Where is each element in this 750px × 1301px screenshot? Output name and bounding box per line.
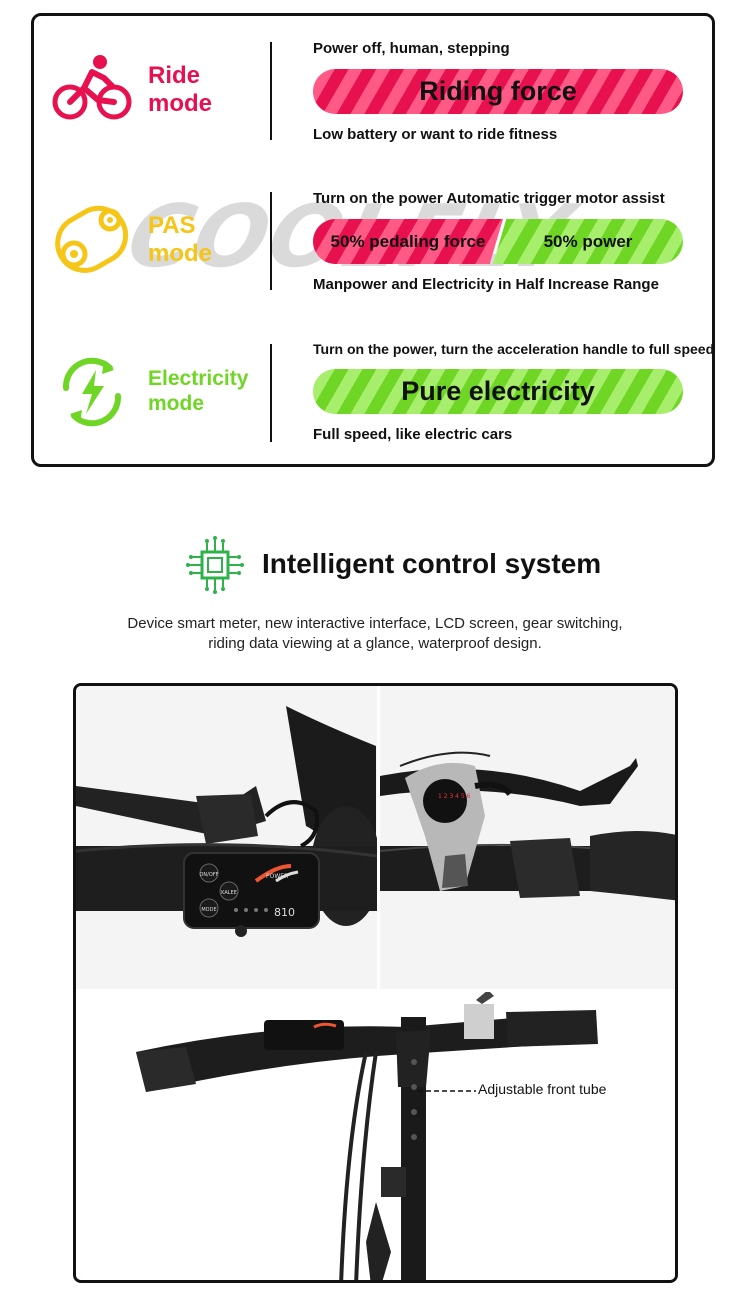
adjustable-front-tube-callout: Adjustable front tube	[478, 1081, 607, 1097]
ride-mode-divider	[270, 42, 272, 140]
pure-electricity-bar: Pure electricity	[313, 369, 683, 414]
electricity-mode-bottom-text: Full speed, like electric cars	[313, 426, 513, 443]
handlebar-illustration	[136, 992, 598, 1280]
ride-mode-label: Ride mode	[148, 62, 212, 118]
ride-mode-label-line1: Ride	[148, 62, 201, 89]
pedaling-force-segment: 50% pedaling force	[313, 219, 503, 264]
display-meter-photo: ON/OFF KALEE MODE POWER 810	[76, 686, 377, 989]
on-off-button-label: ON/OFF	[199, 872, 218, 878]
electricity-mode-top-text: Turn on the power, turn the acceleration…	[313, 341, 715, 357]
photo-collage: ON/OFF KALEE MODE POWER 810 1 2 3 4 5 6	[73, 683, 678, 1283]
circuit-chip-icon	[186, 536, 244, 594]
gear-chain-icon	[55, 205, 129, 273]
lightning-recycle-icon	[62, 357, 122, 427]
ride-mode-bottom-text: Low battery or want to ride fitness	[313, 126, 558, 143]
ride-mode-label-line2: mode	[148, 90, 213, 117]
cyclist-icon	[52, 55, 132, 120]
electricity-mode-divider	[270, 344, 272, 442]
display-model-label: 810	[274, 906, 295, 919]
pas-mode-label-line2: mode	[148, 240, 213, 267]
pas-mode-bottom-text: Manpower and Electricity in Half Increas…	[313, 276, 659, 293]
mode-button-label: MODE	[201, 907, 216, 913]
pas-mode-divider	[270, 192, 272, 290]
power-segment: 50% power	[493, 219, 683, 264]
ride-mode-row: Ride mode Power off, human, stepping Rid…	[0, 30, 750, 143]
svg-text:1 2 3 4 5 6: 1 2 3 4 5 6	[438, 793, 471, 800]
pas-mode-label-line1: PAS	[148, 212, 196, 239]
handlebar-photo	[76, 992, 675, 1280]
pas-split-bar: 50% pedaling force 50% power	[313, 219, 683, 264]
ride-mode-top-text: Power off, human, stepping	[313, 40, 510, 57]
electricity-mode-label-line1: Electricity	[148, 367, 249, 390]
display-meter-illustration: ON/OFF KALEE MODE POWER 810	[76, 706, 377, 937]
section-title: Intelligent control system	[262, 548, 602, 579]
electricity-mode-label: Electricity mode	[148, 366, 248, 416]
pas-mode-label: PAS mode	[148, 212, 212, 268]
pas-mode-row: PAS mode Turn on the power Automatic tri…	[0, 180, 750, 293]
kalee-button-label: KALEE	[221, 890, 237, 896]
pedaling-force-label: 50% pedaling force	[330, 231, 486, 251]
riding-force-bar-label: Riding force	[419, 76, 577, 106]
power-label: POWER	[266, 873, 288, 880]
section-description: Device smart meter, new interactive inte…	[127, 615, 623, 652]
electricity-mode-label-line2: mode	[148, 392, 205, 415]
electricity-mode-row: Electricity mode Turn on the power, turn…	[0, 330, 750, 443]
riding-force-bar: Riding force	[313, 69, 683, 114]
gear-shifter-illustration: 1 2 3 4 5 6	[380, 751, 675, 901]
ride-modes-panel	[31, 13, 715, 467]
power-label: 50% power	[543, 231, 633, 251]
pas-mode-top-text: Turn on the power Automatic trigger moto…	[313, 190, 665, 207]
gear-shifter-photo: 1 2 3 4 5 6	[380, 686, 675, 989]
pure-electricity-bar-label: Pure electricity	[401, 376, 595, 406]
